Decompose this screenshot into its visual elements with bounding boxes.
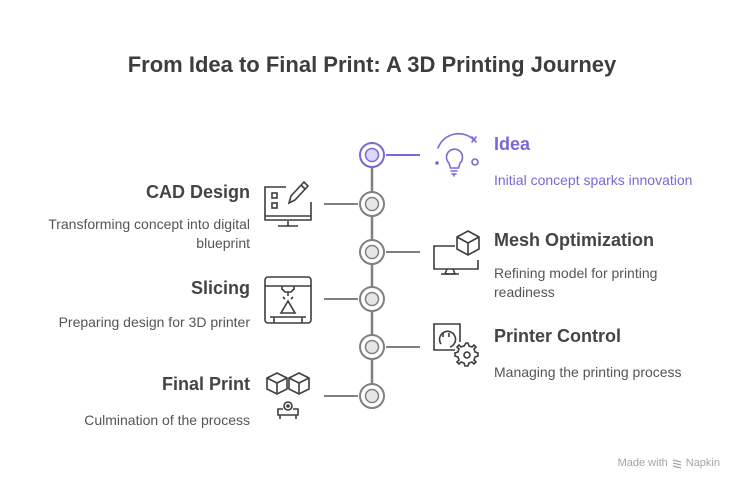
step-title-mesh: Mesh Optimization xyxy=(494,230,655,250)
node-idea xyxy=(359,142,385,168)
step-title-control: Printer Control xyxy=(494,326,622,346)
page-title: From Idea to Final Print: A 3D Printing … xyxy=(127,52,617,77)
lightbulb-icon xyxy=(435,132,479,177)
cubes-projector-icon xyxy=(266,372,310,419)
step-desc-final: Culmination of the process xyxy=(84,412,250,428)
node-control xyxy=(359,334,385,360)
node-mesh xyxy=(359,239,385,265)
step-desc-cad: Transforming concept into digital bluepr… xyxy=(48,216,250,251)
step-title-idea: Idea xyxy=(494,134,531,154)
monitor-pencil-icon xyxy=(264,180,312,227)
node-slicing xyxy=(359,286,385,312)
socket-gear-icon xyxy=(433,323,479,367)
monitor-cube-icon xyxy=(433,230,480,275)
step-desc-control: Managing the printing process xyxy=(494,364,682,380)
napkin-logo-icon xyxy=(672,458,681,469)
footer-credit[interactable]: Made with Napkin xyxy=(618,457,720,469)
node-final xyxy=(359,383,385,409)
made-with-label: Made with xyxy=(617,457,668,469)
step-title-cad: CAD Design xyxy=(145,182,250,202)
brand-label: Napkin xyxy=(685,457,720,469)
step-desc-idea: Initial concept sparks innovation xyxy=(494,172,693,188)
step-desc-mesh: Refining model for printing readiness xyxy=(494,265,658,300)
step-desc-slicing: Preparing design for 3D printer xyxy=(58,314,250,330)
node-cad xyxy=(359,191,385,217)
3d-printer-icon xyxy=(264,276,312,324)
step-title-final: Final Print xyxy=(161,374,250,394)
step-title-slicing: Slicing xyxy=(190,278,250,298)
